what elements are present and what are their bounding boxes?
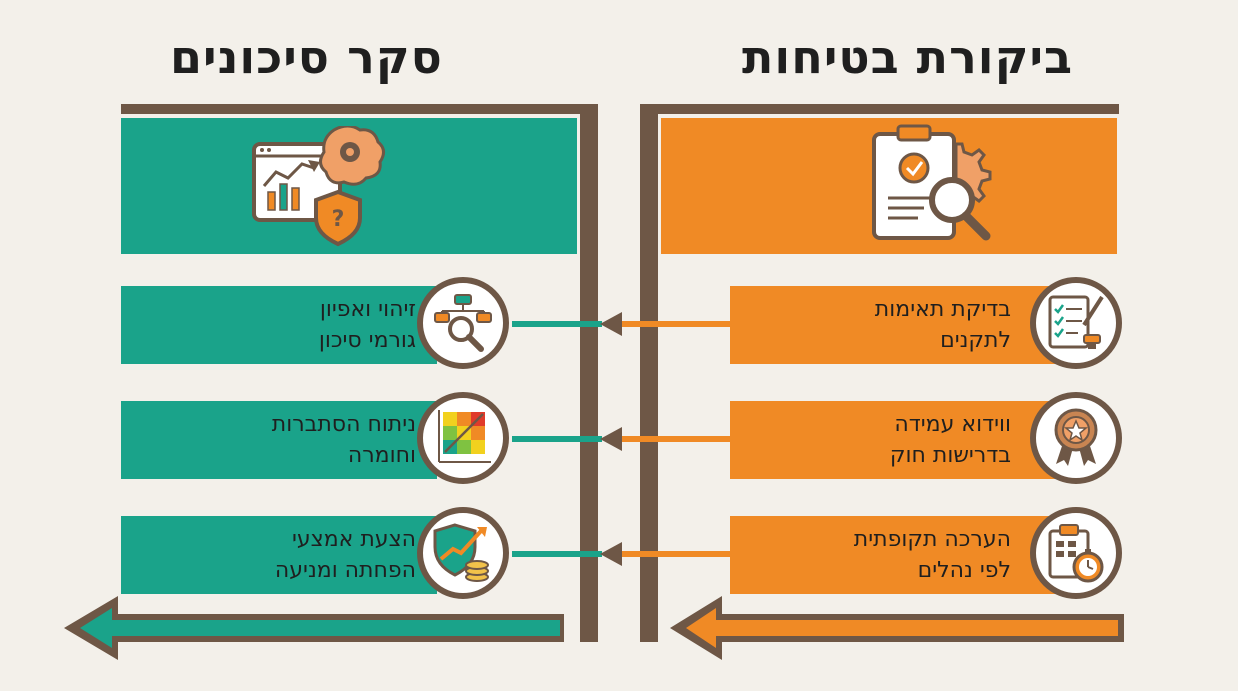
right-item-icon-circle [1030,507,1122,599]
right-top-bar [640,104,1119,114]
left-bottom-arrow [64,596,564,660]
right-title: ביקורת בטיחות [742,30,1074,84]
right-item-box: ווידוא עמידה בדרישות חוק [730,401,1060,479]
right-item-text: ווידוא עמידה בדרישות חוק [889,412,1011,468]
left-item-box: ניתוח הסתברות וחומרה [121,401,437,479]
right-item-text: הערכה תקופתית לפי נהלים [853,527,1011,583]
left-item-icon-circle [417,507,509,599]
connector-row-2 [512,427,732,451]
left-item-text: הצעת אמצעי הפחתה ומניעה [274,527,416,583]
flowchart-magnifier-icon [434,294,492,352]
left-item-icon-circle [417,392,509,484]
risk-matrix-icon [438,410,491,463]
left-item-icon-circle [417,277,509,369]
clipboard-magnifier-gear-icon [872,124,992,241]
svg-text:?: ? [332,207,345,232]
connector-row-3 [512,542,732,566]
connector-row-1 [512,312,732,336]
right-item-box: הערכה תקופתית לפי נהלים [730,516,1060,594]
analytics-brain-shield-icon: ? [252,126,385,247]
left-vertical-bar [580,104,598,642]
right-item-icon-circle [1030,392,1122,484]
right-bottom-arrow [670,596,1124,660]
left-item-text: ניתוח הסתברות וחומרה [271,412,416,468]
left-item-box: הצעת אמצעי הפחתה ומניעה [121,516,437,594]
right-item-text: בדיקת תאימות לתקנים [874,297,1011,353]
right-vertical-bar [640,104,658,642]
left-top-bar [121,104,598,114]
left-item-text: זיהוי ואפיון גורמי סיכון [318,297,416,353]
left-item-box: זיהוי ואפיון גורמי סיכון [121,286,437,364]
checklist-stamp-icon [1048,295,1104,349]
left-title: סקר סיכונים [170,30,443,84]
calendar-stopwatch-icon [1048,524,1104,583]
right-item-box: בדיקת תאימות לתקנים [730,286,1060,364]
award-ribbon-icon [1054,408,1098,466]
right-item-icon-circle [1030,277,1122,369]
shield-growth-coins-icon [433,523,489,582]
